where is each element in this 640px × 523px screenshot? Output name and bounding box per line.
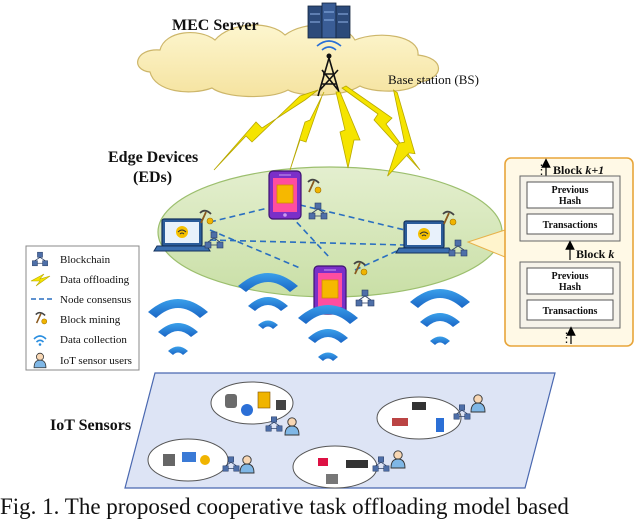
field-prev-hash-1-line1: Previous <box>551 185 588 196</box>
mec-server-icon <box>307 2 351 39</box>
field-prev-hash-2-line2: Hash <box>559 282 582 293</box>
base-station-icon <box>316 40 342 97</box>
laptop-left-icon <box>153 218 211 252</box>
edge-devices-sub-label: (EDs) <box>133 169 172 186</box>
block-bottom-label: Block k <box>576 247 614 261</box>
edge-devices-label: Edge Devices <box>108 149 198 166</box>
legend-label-mining: Block mining <box>60 314 121 326</box>
field-transactions-1: Transactions <box>543 220 598 231</box>
figure-caption: Fig. 1. The proposed cooperative task of… <box>0 494 569 519</box>
base-station-label: Base station (BS) <box>388 72 479 87</box>
legend-label-offloading: Data offloading <box>60 274 130 286</box>
offloading-bolts <box>213 85 421 177</box>
phone-top-icon <box>268 170 302 220</box>
legend-label-blockchain: Blockchain <box>60 254 111 266</box>
sensor-cluster-3 <box>147 438 255 482</box>
legend-label-collection: Data collection <box>60 334 127 346</box>
field-prev-hash-1-line2: Hash <box>559 196 582 207</box>
mec-server-label: MEC Server <box>172 17 259 34</box>
field-transactions-2: Transactions <box>543 306 598 317</box>
laptop-right-icon <box>395 220 453 254</box>
sensor-cluster-2 <box>376 394 486 440</box>
blockchain-panel: ⋮ Block k+1 Previous Hash Transactions B… <box>504 157 634 347</box>
legend-label-consensus: Node consensus <box>60 294 131 306</box>
legend-label-users: IoT sensor users <box>60 355 132 367</box>
field-prev-hash-2-line1: Previous <box>551 271 588 282</box>
block-top-label: Block k+1 <box>553 163 604 177</box>
cloud <box>137 24 439 98</box>
sensor-cluster-4 <box>292 445 406 489</box>
sensor-cluster-1 <box>210 381 300 436</box>
legend: Blockchain Data offloading Node consensu… <box>25 245 140 371</box>
iot-sensors-label: IoT Sensors <box>50 417 131 434</box>
